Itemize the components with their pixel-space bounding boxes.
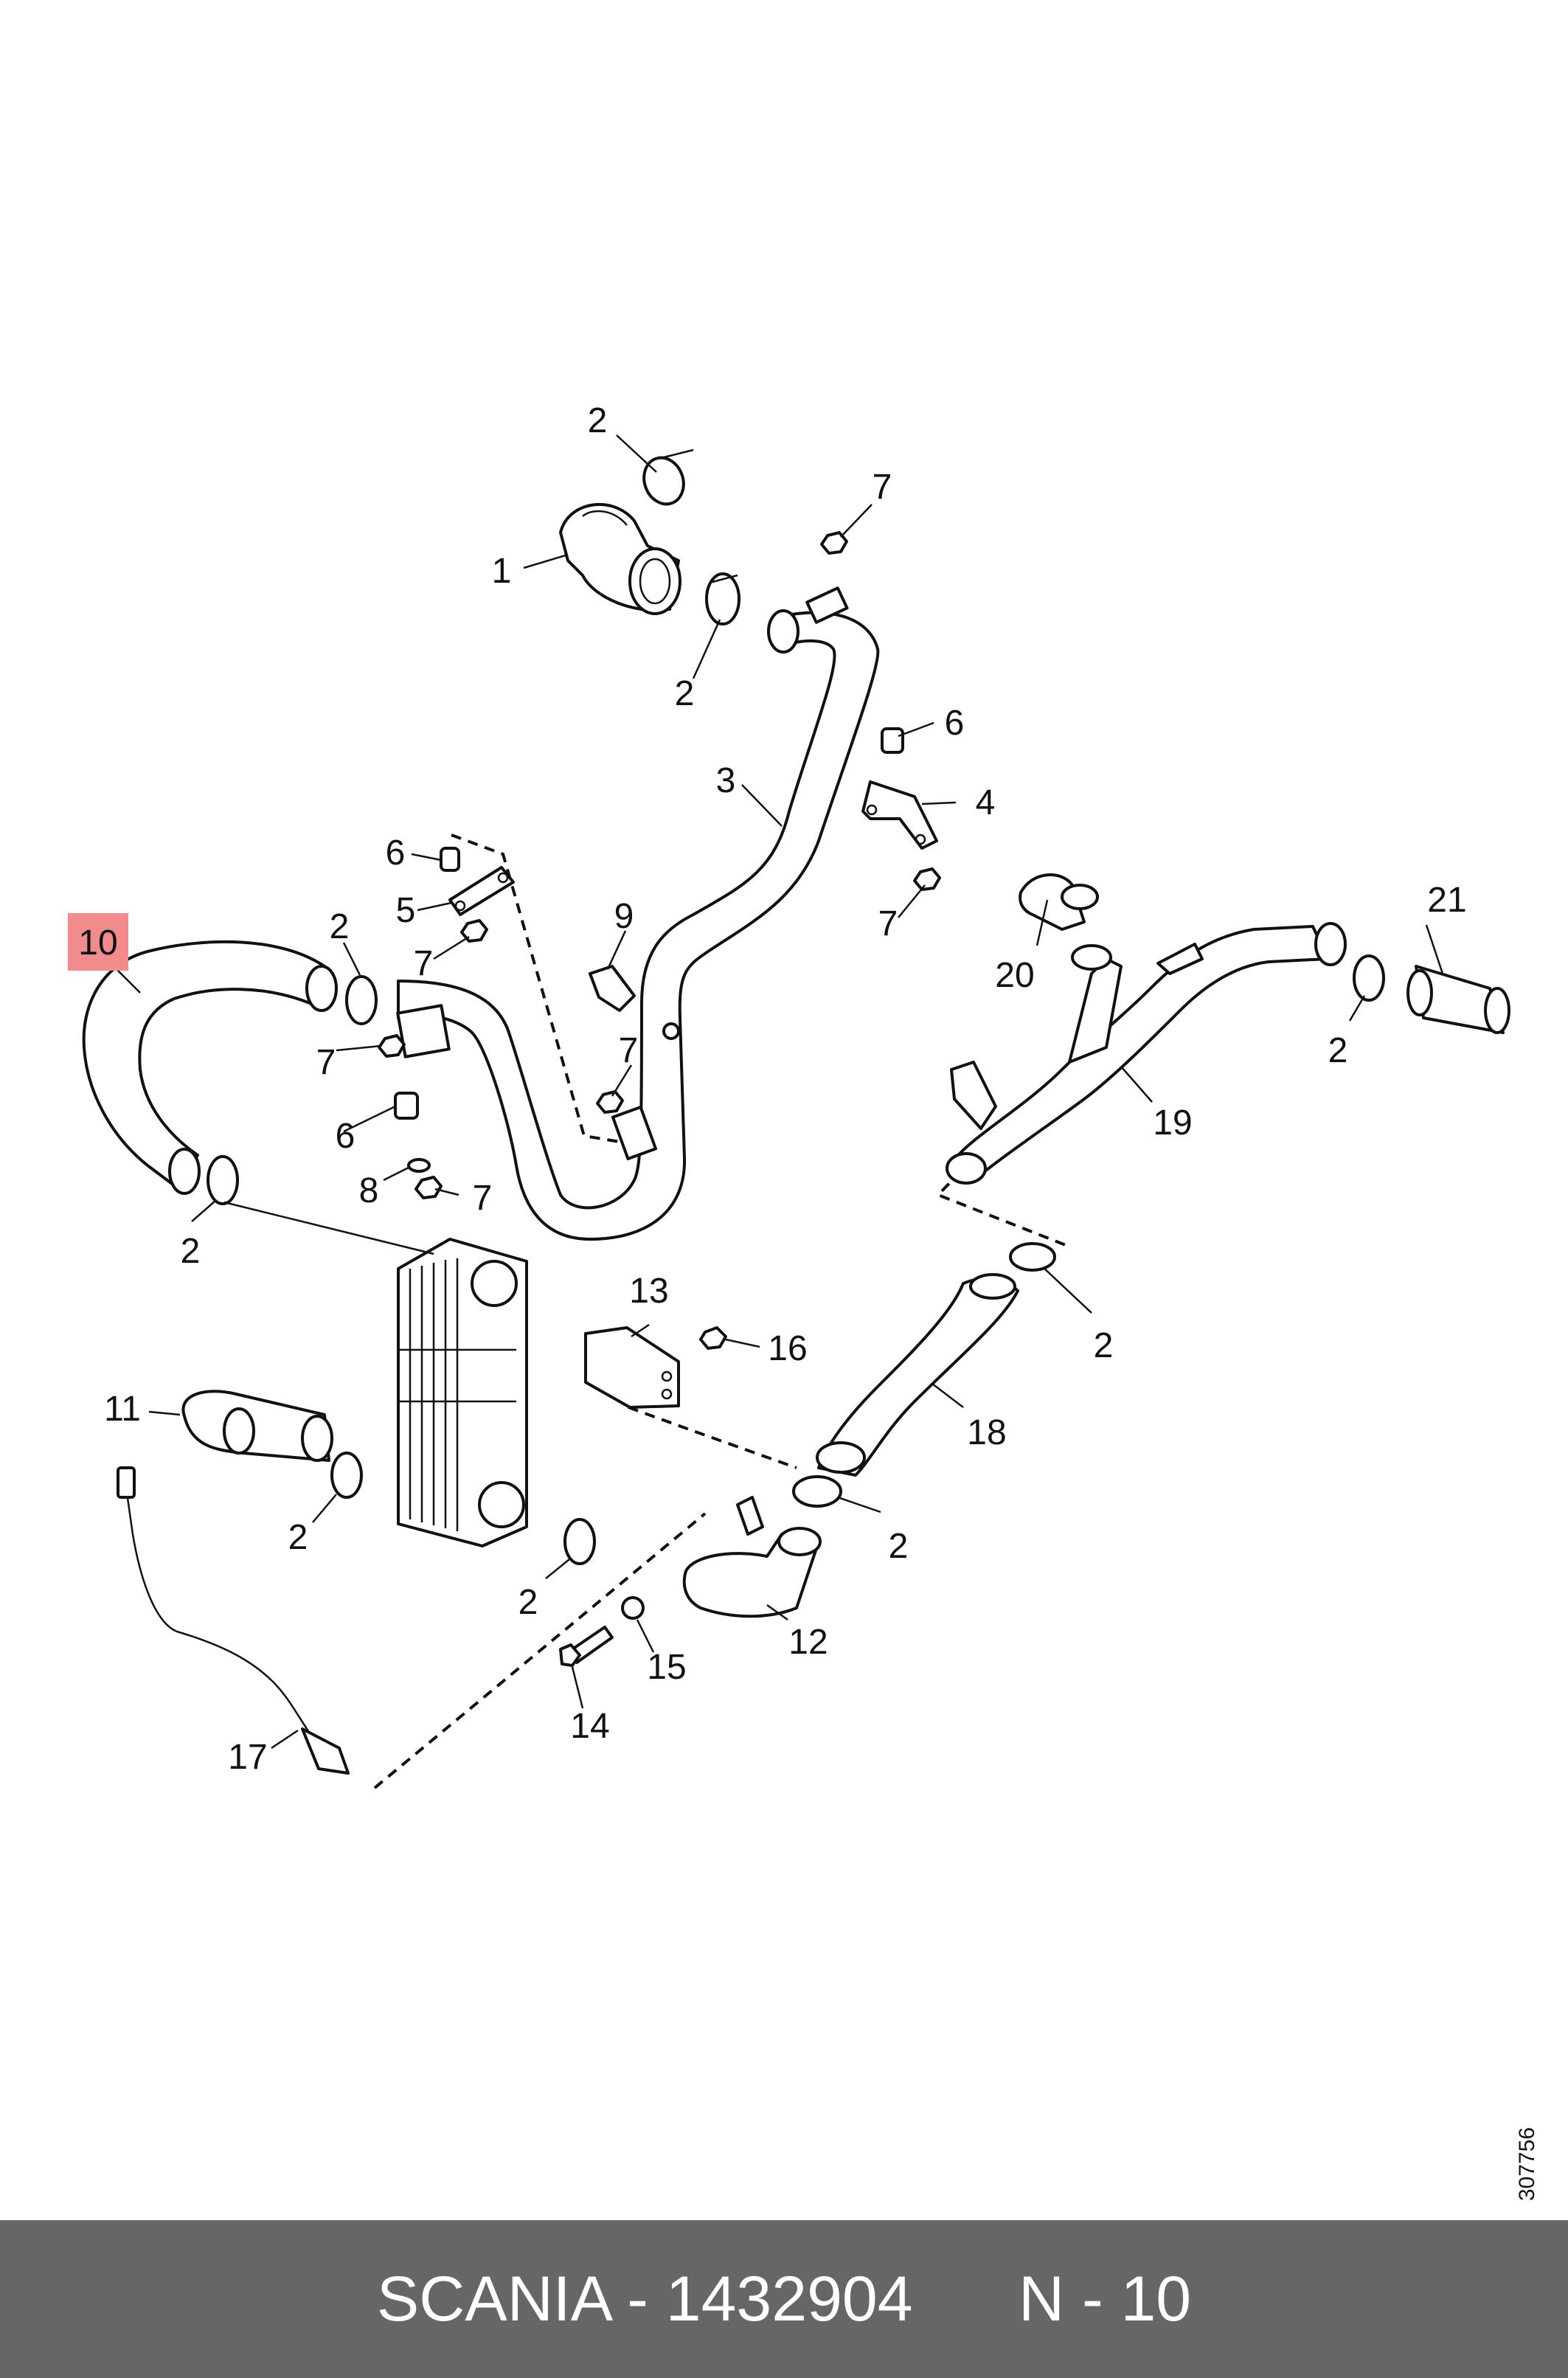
part-10-u-hose — [82, 940, 338, 1195]
drawing-number-text: 307756 — [1515, 2127, 1539, 2201]
part-7-nut-5 — [596, 1090, 624, 1114]
part-16-nut — [699, 1326, 727, 1350]
footer-separator: - — [609, 2263, 666, 2334]
footer-brand: SCANIA — [376, 2263, 610, 2334]
clamp-18-top — [1009, 1242, 1056, 1272]
part-21-sleeve — [1406, 965, 1510, 1034]
callout-11: 11 — [104, 1390, 141, 1429]
callout-7: 7 — [619, 1031, 639, 1070]
highlight-box-10 — [68, 913, 128, 971]
part-7-nut-3 — [460, 919, 488, 943]
part-7-nut-1 — [820, 531, 848, 555]
footer-position-label: N - 10 — [1018, 2263, 1192, 2334]
callout-3: 3 — [716, 761, 736, 800]
part-15-washer — [621, 1596, 645, 1620]
part-8-washer — [407, 1158, 431, 1173]
clamp-11 — [330, 1452, 363, 1499]
callout-6: 6 — [945, 704, 965, 743]
footer-gap — [913, 2264, 1019, 2334]
clamp-18-bottom — [792, 1475, 842, 1508]
guide-line-13-12 — [628, 1406, 797, 1469]
callout-8: 8 — [359, 1171, 379, 1210]
clamp-upper-mid — [705, 572, 740, 625]
part-1-elbow-hose — [559, 503, 681, 615]
callout-7: 7 — [473, 1179, 493, 1218]
callout-6: 6 — [336, 1117, 355, 1156]
callout-12: 12 — [788, 1623, 828, 1662]
part-20-fitting — [1019, 873, 1112, 971]
callout-2: 2 — [1094, 1326, 1114, 1365]
callout-15: 15 — [647, 1648, 686, 1687]
callout-2: 2 — [330, 907, 350, 946]
drawing-number: 307756 — [1515, 2127, 1539, 2201]
callout-17: 17 — [228, 1738, 267, 1777]
callout-21: 21 — [1427, 881, 1466, 920]
part-6-bushing-left-bottom — [394, 1092, 419, 1120]
part-18-hose — [816, 1273, 1019, 1477]
callout-18: 18 — [967, 1413, 1006, 1452]
callout-5: 5 — [396, 891, 416, 930]
parts-diagram: 1 2 2 3 4 5 6 6 6 7 7 7 7 7 7 8 9 10 2 2… — [68, 401, 1510, 1789]
callout-7: 7 — [414, 944, 434, 983]
footer-bar: SCANIA - 1432904 N - 10 — [0, 2220, 1568, 2378]
clamp-10-bottom — [207, 1155, 239, 1205]
callout-20: 20 — [995, 956, 1034, 995]
oil-cooler — [397, 1238, 528, 1547]
part-19-pipe — [946, 922, 1347, 1185]
part-7-nut-4 — [378, 1034, 406, 1058]
clamp-cooler-bottom — [563, 1518, 596, 1565]
callout-1: 1 — [492, 552, 512, 591]
callout-2: 2 — [288, 1518, 308, 1557]
callout-2: 2 — [1328, 1031, 1348, 1070]
footer-text: SCANIA - 1432904 N - 10 — [377, 2263, 1191, 2336]
callout-2: 2 — [518, 1583, 538, 1622]
clamp-21 — [1353, 954, 1385, 1002]
callout-7: 7 — [316, 1043, 336, 1082]
part-17-sensor — [117, 1466, 350, 1775]
clamp-10-top — [345, 975, 378, 1025]
footer-part-number: 1432904 — [665, 2263, 913, 2334]
callout-2: 2 — [889, 1527, 909, 1566]
part-4-bracket — [861, 780, 938, 850]
callout-7: 7 — [873, 468, 892, 507]
callout-2: 2 — [675, 674, 695, 713]
callout-19: 19 — [1153, 1103, 1192, 1143]
part-12-elbow — [682, 1496, 822, 1618]
callout-13: 13 — [629, 1272, 668, 1311]
leader-lines — [113, 434, 1444, 1750]
callout-9: 9 — [614, 897, 634, 936]
callout-6: 6 — [386, 833, 406, 873]
callout-2: 2 — [181, 1232, 201, 1271]
clamp-upper-top — [642, 448, 694, 506]
guide-line-17-12 — [373, 1512, 707, 1789]
part-7-nut-2 — [913, 867, 941, 891]
callout-labels: 1 2 2 3 4 5 6 6 6 7 7 7 7 7 7 8 9 10 2 2… — [78, 401, 1466, 1777]
callout-7: 7 — [878, 904, 898, 943]
callout-2: 2 — [588, 401, 608, 440]
guide-line-19-18 — [935, 1157, 1070, 1248]
part-7-nut-6 — [414, 1176, 443, 1199]
callout-14: 14 — [570, 1707, 609, 1746]
callout-10-highlighted: 10 — [78, 923, 117, 963]
callout-4: 4 — [976, 783, 996, 822]
part-13-bracket — [584, 1326, 680, 1409]
guide-line-bracket-5 — [451, 833, 620, 1143]
part-5-bracket — [448, 866, 515, 916]
part-6-bushing-left-top — [440, 847, 460, 872]
part-3-coolant-pipe — [396, 586, 880, 1241]
part-11-hose — [181, 1390, 333, 1462]
part-14-bolt — [559, 1626, 614, 1667]
callout-16: 16 — [768, 1329, 807, 1368]
part-6-bushing-right — [881, 727, 904, 754]
